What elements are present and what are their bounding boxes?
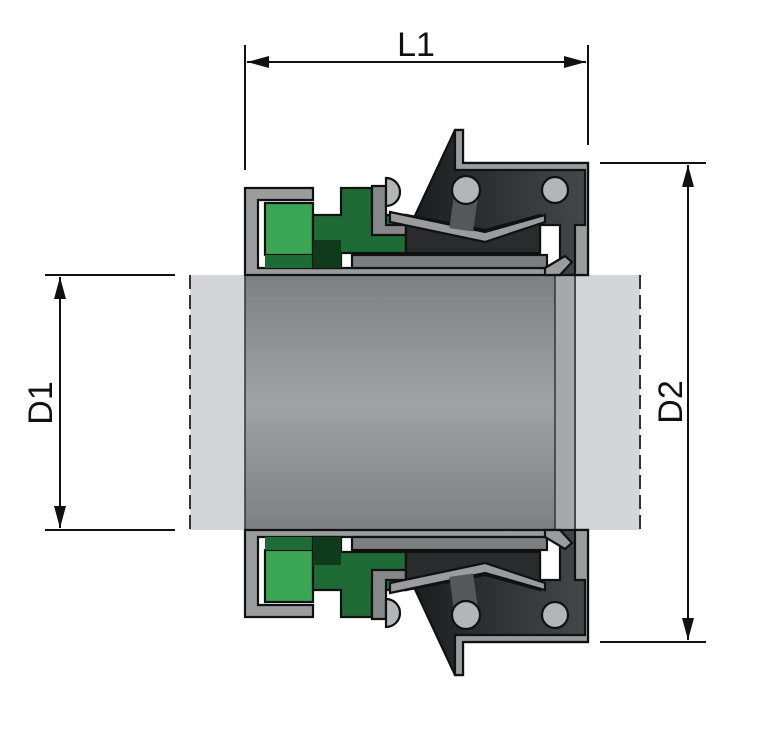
label-d2: D2 <box>652 380 690 423</box>
dimension-d1: D1 <box>22 274 175 531</box>
shaft <box>244 274 576 531</box>
label-l1: L1 <box>397 26 435 64</box>
label-d1: D1 <box>22 381 60 424</box>
dimension-l1: L1 <box>244 26 589 170</box>
seal-lower-half <box>243 528 590 677</box>
shaft-sleeve-end <box>554 274 576 531</box>
dimension-d2: D2 <box>600 162 706 643</box>
seal-upper-half <box>243 128 590 277</box>
